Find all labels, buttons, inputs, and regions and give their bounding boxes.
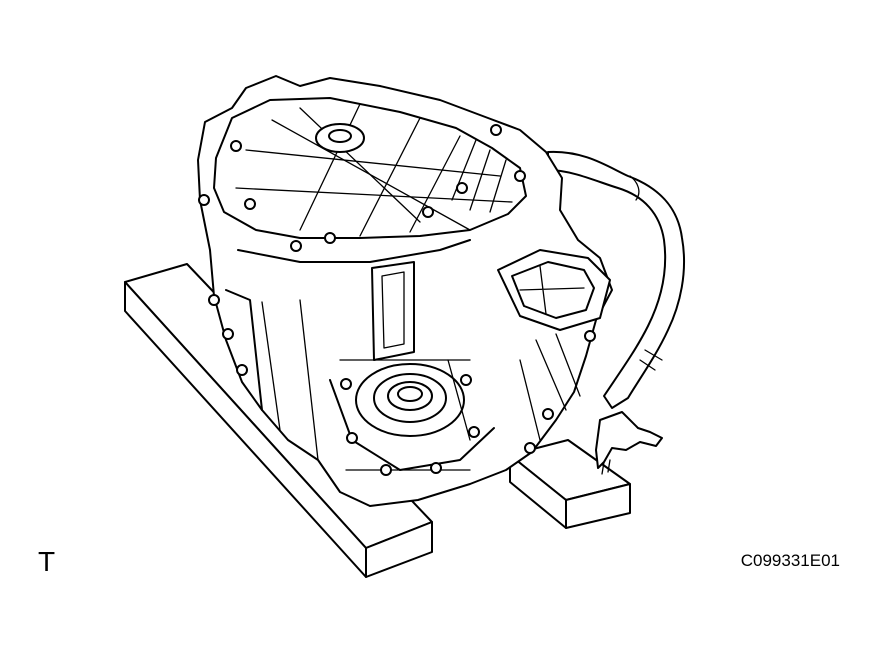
right-wooden-block xyxy=(509,439,631,529)
transaxle-housing xyxy=(197,75,613,507)
wire-harness xyxy=(547,150,685,475)
corner-label: T xyxy=(38,546,56,577)
figure-code: C099331E01 xyxy=(740,551,840,570)
